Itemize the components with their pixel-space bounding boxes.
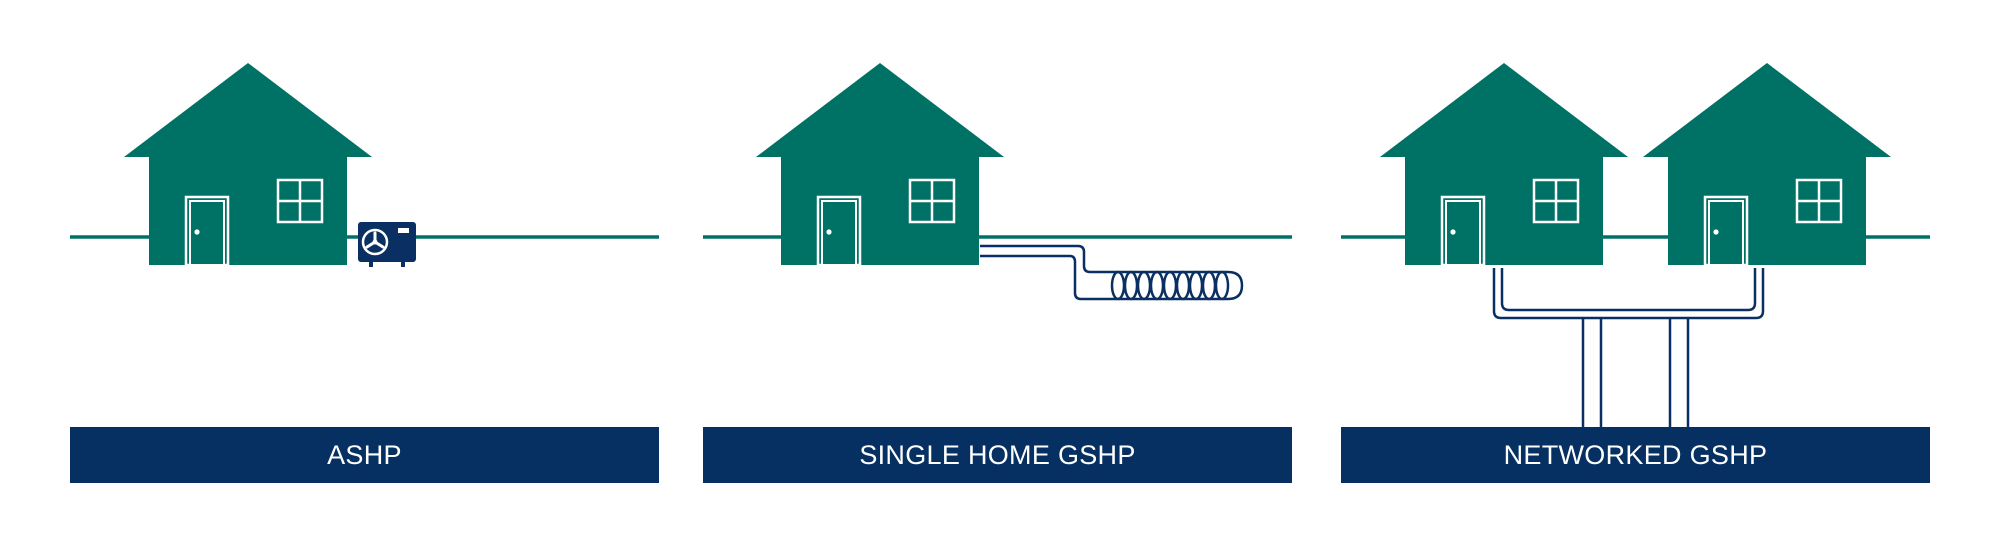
panel-single-home-gshp — [703, 61, 1292, 301]
house-icon — [754, 61, 1006, 267]
house-icon — [1641, 61, 1893, 267]
panel-networked-gshp — [1341, 61, 1930, 427]
panel-label: SINGLE HOME GSHP — [859, 439, 1136, 470]
ground-loop-coil-icon — [980, 244, 1244, 301]
label-bar-networked-gshp: NETWORKED GSHP — [1341, 427, 1930, 483]
label-bar-ashp: ASHP — [70, 427, 659, 483]
house-icon — [122, 61, 374, 267]
label-bar-single-home-gshp: SINGLE HOME GSHP — [703, 427, 1292, 483]
house-icon — [1378, 61, 1630, 267]
panel-label: ASHP — [327, 439, 402, 470]
air-source-heat-pump-unit-icon — [358, 222, 416, 267]
panel-label: NETWORKED GSHP — [1503, 439, 1768, 470]
shared-borehole-network-icon — [1492, 268, 1765, 427]
panel-ashp — [70, 61, 659, 267]
